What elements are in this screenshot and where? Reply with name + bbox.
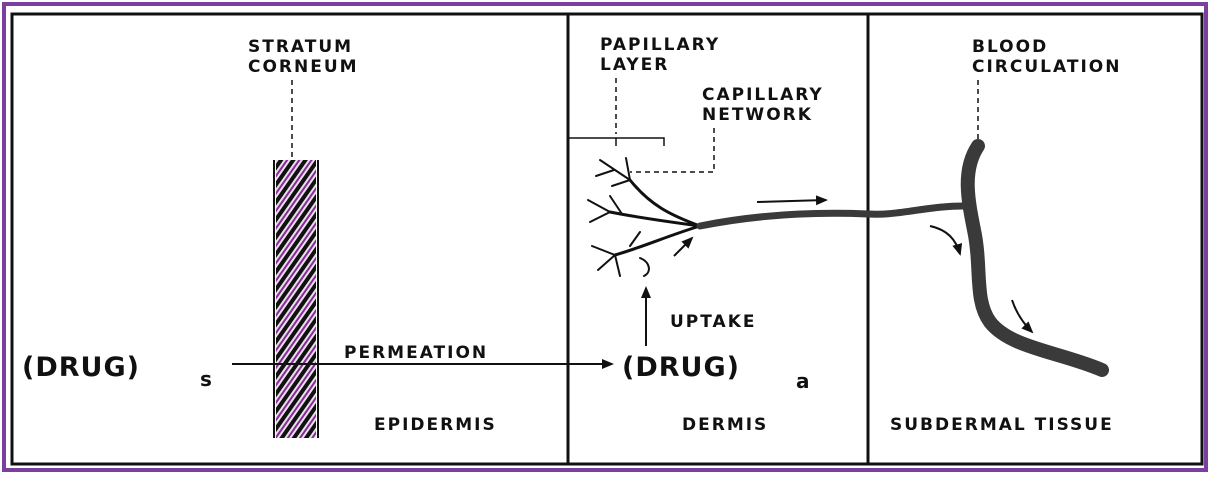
inner-border — [12, 14, 1202, 464]
svg-text:a: a — [796, 369, 810, 393]
flow-arrow-circulation-2 — [1012, 300, 1032, 332]
svg-text:CORNEUM: CORNEUM — [248, 57, 359, 77]
permeation-label: PERMEATION — [344, 343, 488, 363]
svg-text:(DRUG): (DRUG) — [622, 352, 740, 383]
svg-text:LAYER: LAYER — [600, 55, 669, 75]
stratum-corneum-label: STRATUM CORNEUM — [248, 37, 359, 77]
svg-text:CIRCULATION: CIRCULATION — [972, 57, 1121, 77]
capillary-network-label: CAPILLARY NETWORK — [702, 85, 824, 125]
svg-text:PAPILLARY: PAPILLARY — [600, 35, 720, 55]
svg-text:NETWORK: NETWORK — [702, 105, 813, 125]
blood-circulation-label: BLOOD CIRCULATION — [972, 37, 1121, 77]
papillary-layer-label: PAPILLARY LAYER — [600, 35, 720, 75]
flow-arrow-circulation-1 — [930, 226, 960, 254]
capillary-to-circulation-vessel — [700, 206, 968, 226]
svg-text:s: s — [200, 367, 212, 391]
svg-text:(DRUG): (DRUG) — [22, 352, 140, 383]
capillary-network-tree — [588, 158, 700, 276]
papillary-layer-bracket — [568, 138, 664, 146]
svg-text:BLOOD: BLOOD — [972, 37, 1048, 57]
stratum-corneum-band — [274, 160, 318, 438]
drug-absorbed-label: (DRUG) a — [622, 352, 810, 393]
capillary-network-leader — [630, 128, 714, 172]
svg-text:CAPILLARY: CAPILLARY — [702, 85, 824, 105]
blood-circulation-vessel — [968, 146, 1102, 370]
uptake-label: UPTAKE — [670, 312, 756, 332]
epidermis-label: EPIDERMIS — [374, 415, 497, 435]
dermis-label: DERMIS — [682, 415, 768, 435]
flow-arrow-dermis — [757, 200, 826, 202]
drug-source-label: (DRUG) s — [22, 352, 212, 391]
svg-text:STRATUM: STRATUM — [248, 37, 353, 57]
flow-arrow-capillary — [674, 238, 692, 256]
subdermal-tissue-label: SUBDERMAL TISSUE — [890, 415, 1114, 435]
